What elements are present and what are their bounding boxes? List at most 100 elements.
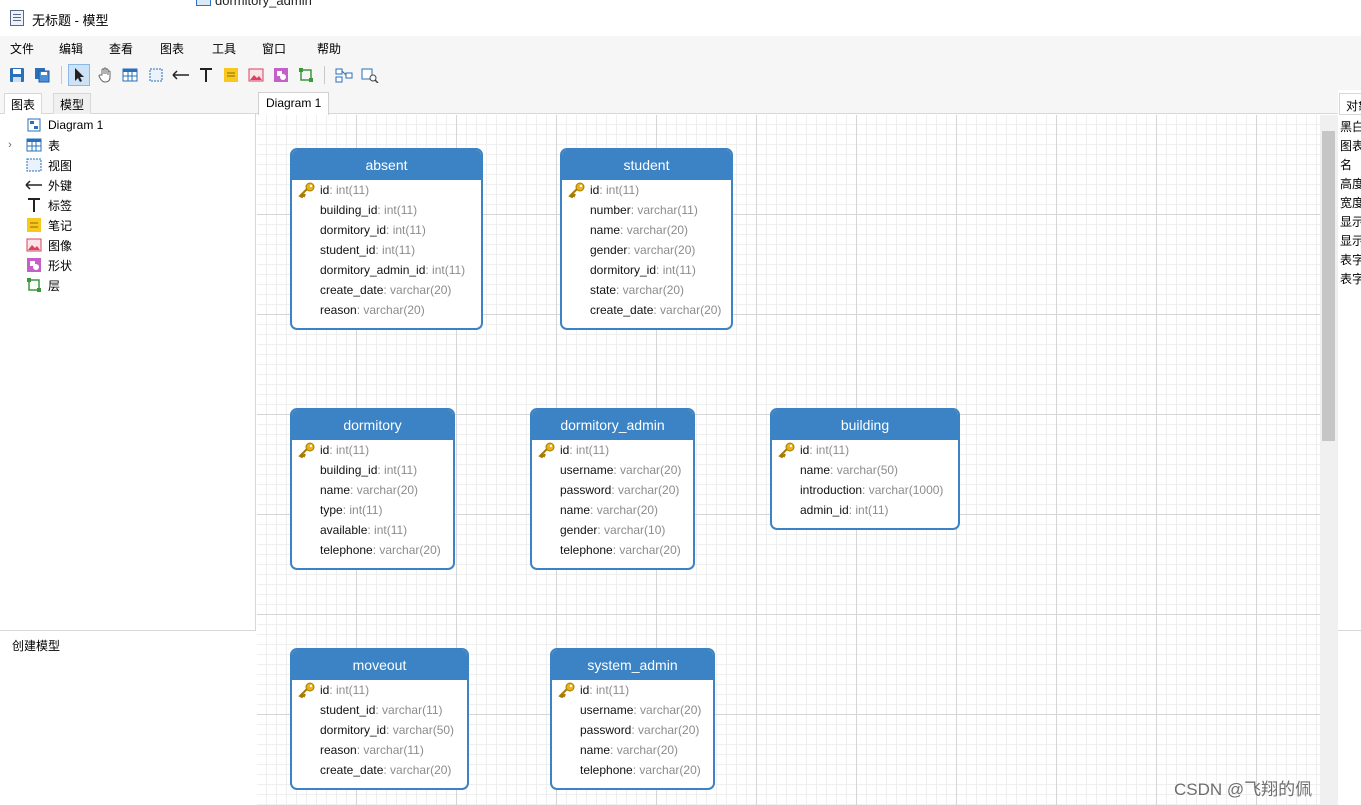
entity-student[interactable]: student id: int(11)number: varchar(11)na… [560,148,733,330]
property-label: 宽度 [1340,196,1361,210]
entity-title: system_admin [552,650,713,680]
table-field[interactable]: available: int(11) [292,520,453,540]
field-type: : varchar(20) [383,283,452,297]
table-field[interactable]: name: varchar(20) [292,480,453,500]
tree-item-shapes[interactable]: 形状 [0,255,250,275]
tree-item-views[interactable]: 视图 [0,155,250,175]
field-type: : int(11) [329,683,370,697]
table-field[interactable]: password: varchar(20) [552,720,713,740]
table-field[interactable]: introduction: varchar(1000) [772,480,958,500]
entity-moveout[interactable]: moveout id: int(11)student_id: varchar(1… [290,648,469,790]
key-icon [538,442,555,458]
table-field[interactable]: gender: varchar(10) [532,520,693,540]
field-type: : int(11) [342,503,383,517]
foreign-key-icon[interactable] [170,64,192,86]
table-field[interactable]: number: varchar(11) [562,200,731,220]
shape-icon[interactable] [270,64,292,86]
table-field[interactable]: telephone: varchar(20) [532,540,693,560]
chevron-right-icon[interactable]: › [8,139,12,151]
label-icon[interactable] [195,64,217,86]
save-as-icon[interactable] [31,64,53,86]
menu-help[interactable]: 帮助 [317,42,342,56]
entity-building[interactable]: building id: int(11)name: varchar(50)int… [770,408,960,530]
layer-icon[interactable] [295,64,317,86]
image-icon[interactable] [245,64,267,86]
table-field[interactable]: student_id: int(11) [292,240,481,260]
auto-layout-icon[interactable] [333,64,355,86]
table-field[interactable]: gender: varchar(20) [562,240,731,260]
table-field[interactable]: name: varchar(20) [562,220,731,240]
table-field[interactable]: name: varchar(20) [552,740,713,760]
primary-key-field[interactable]: id: int(11) [292,440,453,460]
table-field[interactable]: state: varchar(20) [562,280,731,300]
menu-window[interactable]: 窗口 [262,42,287,56]
table-field[interactable]: dormitory_admin_id: int(11) [292,260,481,280]
entity-absent[interactable]: absent id: int(11)building_id: int(11)do… [290,148,483,330]
vertical-scrollbar[interactable] [1320,115,1338,805]
entity-dormitory[interactable]: dormitory id: int(11)building_id: int(11… [290,408,455,570]
table-field[interactable]: create_date: varchar(20) [292,760,467,780]
table-field[interactable]: name: varchar(20) [532,500,693,520]
diagram-canvas[interactable]: absent id: int(11)building_id: int(11)do… [257,115,1320,805]
table-field[interactable]: reason: varchar(11) [292,740,467,760]
table-field[interactable]: username: varchar(20) [552,700,713,720]
primary-key-field[interactable]: id: int(11) [292,180,481,200]
tree-item-layers[interactable]: 层 [0,275,250,295]
entity-dormitory-admin[interactable]: dormitory_admin id: int(11)username: var… [530,408,695,570]
primary-key-field[interactable]: id: int(11) [562,180,731,200]
table-field[interactable]: reason: varchar(20) [292,300,481,320]
table-field[interactable]: type: int(11) [292,500,453,520]
tab-diagram-1[interactable]: Diagram 1 [258,92,330,115]
tree-item-labels[interactable]: 标签 [0,195,250,215]
table-field[interactable]: dormitory_id: int(11) [562,260,731,280]
table-field[interactable]: dormitory_id: int(11) [292,220,481,240]
table-field[interactable]: password: varchar(20) [532,480,693,500]
note-icon[interactable] [220,64,242,86]
shape-icon [24,257,44,273]
entity-system-admin[interactable]: system_admin id: int(11)username: varcha… [550,648,715,790]
tab-object[interactable]: 对象 [1339,93,1361,115]
field-name: building_id [320,203,378,217]
table-field[interactable]: create_date: varchar(20) [562,300,731,320]
table-field[interactable]: student_id: varchar(11) [292,700,467,720]
primary-key-field[interactable]: id: int(11) [552,680,713,700]
tree-item-tables[interactable]: › 表 [0,135,250,155]
field-type: : varchar(11) [630,203,698,217]
pointer-icon[interactable] [68,64,90,86]
primary-key-field[interactable]: id: int(11) [772,440,958,460]
scrollbar-thumb[interactable] [1322,131,1335,441]
table-field[interactable]: building_id: int(11) [292,200,481,220]
hand-icon[interactable] [94,64,116,86]
tree-item-diagram-1[interactable]: Diagram 1 [0,115,250,135]
table-field[interactable]: telephone: varchar(20) [292,540,453,560]
view-icon[interactable] [145,64,167,86]
table-field[interactable]: admin_id: int(11) [772,500,958,520]
primary-key-field[interactable]: id: int(11) [292,680,467,700]
menu-view[interactable]: 查看 [109,42,134,56]
tab-diagram[interactable]: 图表 [4,93,43,114]
table-field[interactable]: create_date: varchar(20) [292,280,481,300]
menu-edit[interactable]: 编辑 [59,42,84,56]
tree-item-images[interactable]: 图像 [0,235,250,255]
tree-item-notes[interactable]: 笔记 [0,215,250,235]
save-icon[interactable] [6,64,28,86]
tree-item-foreign-keys[interactable]: 外键 [0,175,250,195]
table-field[interactable]: username: varchar(20) [532,460,693,480]
zoom-fit-icon[interactable] [359,64,381,86]
table-field[interactable]: name: varchar(50) [772,460,958,480]
table-icon[interactable] [119,64,141,86]
primary-key-field[interactable]: id: int(11) [532,440,693,460]
key-icon [568,182,585,198]
field-type: : varchar(20) [653,303,722,317]
menu-tools[interactable]: 工具 [212,42,237,56]
field-type: : int(11) [569,443,610,457]
menu-file[interactable]: 文件 [10,42,35,56]
field-name: create_date [320,283,384,297]
navigator-panel: 图表 模型 Diagram 1 › 表 视图 [0,90,256,805]
menu-diagram[interactable]: 图表 [160,42,185,56]
table-field[interactable]: building_id: int(11) [292,460,453,480]
tab-model[interactable]: 模型 [53,93,92,114]
table-field[interactable]: telephone: varchar(20) [552,760,713,780]
table-field[interactable]: dormitory_id: varchar(50) [292,720,467,740]
